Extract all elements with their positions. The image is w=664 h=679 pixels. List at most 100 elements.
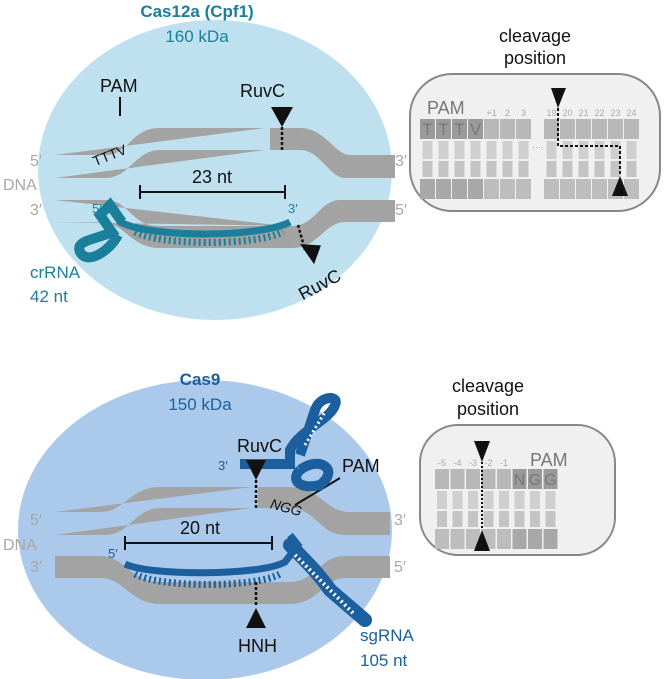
base-pair-bond <box>545 491 556 509</box>
base-pair-bottom <box>435 529 449 549</box>
base-pair-bond <box>499 511 509 527</box>
base-pair-bond <box>499 491 509 509</box>
base-pair-bottom <box>576 179 591 199</box>
cas12a-title: Cas12a (Cpf1) <box>140 2 253 21</box>
pam-base: G <box>544 472 556 489</box>
sgrna-length: 105 nt <box>360 651 408 670</box>
base-pair-bond <box>502 161 513 177</box>
base-pair-top <box>592 119 607 139</box>
base-pair-bond <box>437 511 447 527</box>
base-pair-top <box>543 469 558 489</box>
base-pair-bottom <box>420 179 435 199</box>
sgrna-handle <box>240 393 341 492</box>
base-pair-bond <box>546 141 557 159</box>
base-pair-bottom <box>466 529 480 549</box>
base-pair-top <box>500 119 515 139</box>
base-pair-top <box>560 119 575 139</box>
base-pair-bond <box>530 491 540 509</box>
base-pair-bond <box>545 511 556 527</box>
position-label: -2 <box>484 458 492 468</box>
base-pair-top <box>468 119 483 139</box>
rna-3prime: 3′ <box>288 201 298 216</box>
sgrna-hairpin <box>283 538 372 627</box>
cleavage-title: position <box>504 48 566 68</box>
label-5prime: 5′ <box>30 512 42 529</box>
pam-base: T <box>422 120 432 139</box>
cut-arrow-icon <box>474 530 490 551</box>
base-pair-bond <box>594 141 605 159</box>
label-5prime-right: 5′ <box>395 202 407 219</box>
position-label: 23 <box>610 108 620 118</box>
base-pair-bottom <box>468 179 483 199</box>
pam-base: T <box>438 120 448 139</box>
base-pair-bottom <box>484 179 499 199</box>
base-pair-top <box>516 119 531 139</box>
position-label: -1 <box>500 458 508 468</box>
base-pair-bond <box>610 161 621 177</box>
base-pair-bottom <box>592 179 607 199</box>
base-pair-bond <box>452 491 463 509</box>
base-pair-top <box>484 119 499 139</box>
cut-arrow-icon <box>612 176 628 196</box>
label-3prime: 3′ <box>30 202 42 219</box>
base-pair-bond <box>626 161 637 177</box>
ruvc-top-label: RuvC <box>240 81 285 101</box>
position-label: -5 <box>438 458 446 468</box>
pam-label: PAM <box>530 450 568 470</box>
pam-label: PAM <box>342 456 380 476</box>
position-label: 19 <box>546 108 556 118</box>
cleavage-title: cleavage <box>452 376 524 396</box>
label-3prime-right: 3′ <box>395 153 407 170</box>
base-pair-bond <box>486 161 497 177</box>
base-pair-top <box>608 119 623 139</box>
position-label: 3 <box>521 108 526 118</box>
base-pair-bond <box>483 511 494 527</box>
pam-label: PAM <box>100 76 138 96</box>
base-pair-bottom <box>497 529 511 549</box>
cas9-title: Cas9 <box>180 370 221 389</box>
pam-base: N <box>514 472 526 489</box>
base-pair-bond <box>483 491 494 509</box>
base-pair-top <box>466 469 480 489</box>
base-pair-top <box>450 469 465 489</box>
base-pair-bottom <box>452 179 467 199</box>
cut-arrow-icon <box>474 441 490 462</box>
rna-3prime: 3′ <box>218 458 228 473</box>
base-pair-bond <box>546 161 557 177</box>
label-3prime-right: 3′ <box>394 512 406 529</box>
crrna-handle <box>74 197 127 263</box>
base-pair-bottom <box>560 179 575 199</box>
rna-5prime: 5′ <box>92 201 102 216</box>
base-pair-bottom <box>436 179 451 199</box>
base-pair-bottom <box>544 179 559 199</box>
base-pair-bottom <box>450 529 465 549</box>
position-label: 20 <box>562 108 572 118</box>
base-pair-bond <box>470 161 481 177</box>
base-pair-bond <box>468 491 478 509</box>
position-label: -3 <box>469 458 477 468</box>
base-pair-bottom <box>624 179 639 199</box>
pam-base: T <box>454 120 464 139</box>
cleavage-title: position <box>457 399 519 419</box>
position-label: 24 <box>626 108 636 118</box>
cut-arrow-icon <box>271 107 293 127</box>
base-pair-top <box>497 469 511 489</box>
rna-5prime: 5′ <box>108 546 118 561</box>
cas12a-panel: Cas12a (Cpf1) 160 kDa 5′ DNA 3′ 3′ 5′ PA… <box>3 2 661 320</box>
base-pair-bond <box>530 511 540 527</box>
crrna-label: crRNA <box>30 263 81 282</box>
position-label: 22 <box>594 108 604 118</box>
base-pair-bond <box>454 141 465 159</box>
length-label: 20 nt <box>180 518 220 538</box>
base-pair-bond <box>562 141 573 159</box>
cut-arrow-icon <box>551 88 566 108</box>
base-pair-bond <box>438 161 449 177</box>
pam-base: G <box>529 472 541 489</box>
base-pair-bond <box>502 141 513 159</box>
label-5prime-right: 5′ <box>394 559 406 576</box>
cas9-panel: Cas9 150 kDa 5′ DNA 3′ 3′ 5′ NGG PAM 20 … <box>3 370 616 679</box>
base-pair-top <box>576 119 591 139</box>
